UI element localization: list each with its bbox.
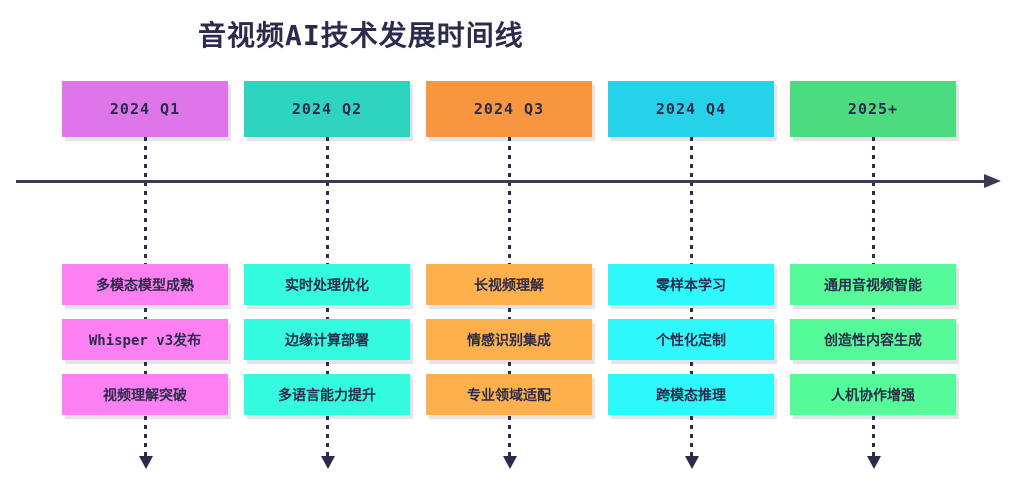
arrow-down-icon: [867, 456, 881, 469]
milestone-item: 多模态模型成熟: [62, 264, 228, 305]
timeline-column-2024-q2: 2024 Q2 实时处理优化 边缘计算部署 多语言能力提升: [244, 81, 410, 476]
milestone-label: 创造性内容生成: [824, 332, 922, 349]
arrow-right-icon: [984, 174, 1001, 188]
arrow-down-icon: [503, 456, 517, 469]
timeline-column-2025-plus: 2025+ 通用音视频智能 创造性内容生成 人机协作增强: [790, 81, 956, 476]
milestone-label: 边缘计算部署: [285, 332, 369, 349]
milestone-label: 视频理解突破: [103, 387, 187, 404]
milestone-label: 零样本学习: [656, 277, 726, 294]
timeline-column-2024-q3: 2024 Q3 长视频理解 情感识别集成 专业领域适配: [426, 81, 592, 476]
milestone-label: 人机协作增强: [831, 387, 915, 404]
timeline-axis: [16, 180, 985, 183]
milestone-label: 专业领域适配: [467, 387, 551, 404]
milestone-item: 零样本学习: [608, 264, 774, 305]
arrow-down-icon: [685, 456, 699, 469]
milestone-label: 个性化定制: [656, 332, 726, 349]
quarter-header: 2025+: [790, 81, 956, 137]
quarter-header: 2024 Q4: [608, 81, 774, 137]
quarter-label: 2024 Q4: [655, 100, 727, 118]
milestone-item: 专业领域适配: [426, 374, 592, 415]
quarter-label: 2024 Q3: [473, 100, 545, 118]
quarter-label: 2024 Q2: [291, 100, 363, 118]
milestone-label: Whisper v3发布: [88, 332, 202, 349]
milestone-item: 跨模态推理: [608, 374, 774, 415]
timeline-column-2024-q1: 2024 Q1 多模态模型成熟 Whisper v3发布 视频理解突破: [62, 81, 228, 476]
milestone-item: 边缘计算部署: [244, 319, 410, 360]
quarter-header: 2024 Q1: [62, 81, 228, 137]
milestone-label: 多模态模型成熟: [96, 277, 194, 294]
milestone-label: 多语言能力提升: [278, 387, 376, 404]
milestone-item: 视频理解突破: [62, 374, 228, 415]
milestone-label: 通用音视频智能: [824, 277, 922, 294]
quarter-header: 2024 Q2: [244, 81, 410, 137]
milestone-item: 长视频理解: [426, 264, 592, 305]
milestone-item: 多语言能力提升: [244, 374, 410, 415]
quarter-label: 2024 Q1: [109, 100, 181, 118]
timeline-column-2024-q4: 2024 Q4 零样本学习 个性化定制 跨模态推理: [608, 81, 774, 476]
page-title: 音视频AI技术发展时间线: [198, 19, 524, 52]
arrow-down-icon: [139, 456, 153, 469]
milestone-item: 通用音视频智能: [790, 264, 956, 305]
arrow-down-icon: [321, 456, 335, 469]
milestone-label: 跨模态推理: [656, 387, 726, 404]
milestone-item: 个性化定制: [608, 319, 774, 360]
milestone-item: 实时处理优化: [244, 264, 410, 305]
milestone-item: 情感识别集成: [426, 319, 592, 360]
milestone-label: 情感识别集成: [467, 332, 551, 349]
quarter-label: 2025+: [847, 100, 899, 118]
milestone-label: 实时处理优化: [285, 277, 369, 294]
milestone-item: Whisper v3发布: [62, 319, 228, 360]
milestone-item: 人机协作增强: [790, 374, 956, 415]
quarter-header: 2024 Q3: [426, 81, 592, 137]
milestone-label: 长视频理解: [474, 277, 544, 294]
milestone-item: 创造性内容生成: [790, 319, 956, 360]
